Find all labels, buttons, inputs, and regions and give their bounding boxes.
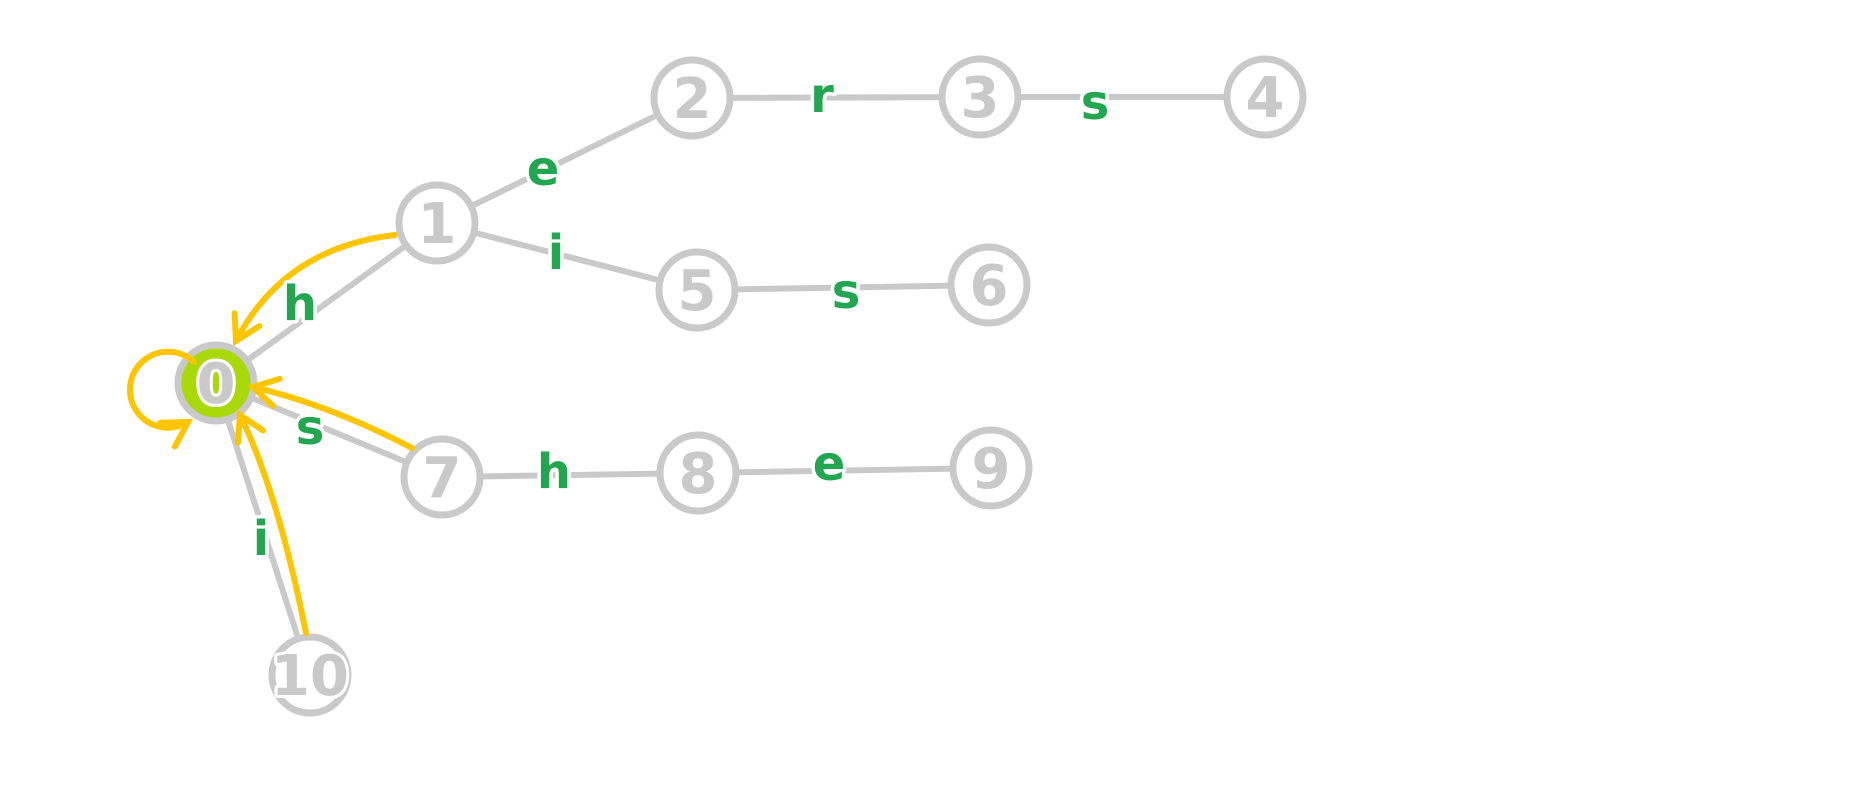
node-7: [400, 435, 484, 519]
node-label-5: 5: [678, 259, 717, 324]
node-10: [268, 633, 352, 717]
edge-label-5-6: s: [832, 264, 861, 320]
edge-label-3-4: s: [1081, 75, 1110, 131]
edge-label-2-3: r: [810, 68, 834, 124]
node-label-7: 7: [423, 446, 462, 511]
node-6: [947, 243, 1031, 327]
node-label-2: 2: [673, 67, 712, 132]
edge-label-1-2: e: [527, 141, 560, 197]
node-label-3: 3: [961, 66, 1000, 131]
node-4: [1223, 55, 1307, 139]
edge-label-1-5: i: [548, 225, 564, 281]
failure-links-layer: [127, 232, 415, 636]
node-label-6: 6: [970, 254, 1009, 319]
edge-label-0-7: s: [296, 400, 325, 456]
edge-7-8: [441, 470, 699, 480]
edge-label-0-10: i: [253, 511, 269, 567]
edge-5-6: [696, 282, 990, 293]
node-label-4: 4: [1246, 66, 1285, 131]
failure-link-1-0: [231, 232, 398, 347]
edge-label-7-8: h: [537, 444, 571, 500]
edge-2-3: [691, 94, 981, 101]
edge-8-9: [697, 465, 992, 476]
node-1: [395, 181, 479, 265]
edge-label-0-1: h: [283, 276, 317, 332]
edge-0-1: [214, 220, 439, 386]
node-9: [949, 426, 1033, 510]
node-label-1: 1: [418, 192, 457, 257]
edges-layer: [213, 94, 1265, 676]
failure-link-7-0: [247, 375, 415, 451]
edge-label-8-9: e: [813, 436, 846, 492]
node-label-10: 10: [271, 644, 349, 709]
edge-0-10: [213, 382, 313, 676]
nodes-layer: 0 1 2 3 4 5 6 7 8 9 10: [174, 55, 1307, 717]
node-8: [656, 431, 740, 515]
node-2: [650, 56, 734, 140]
node-label-8: 8: [679, 442, 718, 507]
node-label-9: 9: [972, 437, 1011, 502]
node-label-0: 0: [197, 352, 236, 417]
failure-link-0-0: [127, 348, 197, 450]
edge-1-5: [436, 220, 698, 293]
edge-1-2: [435, 95, 694, 226]
node-3: [938, 55, 1022, 139]
node-5: [655, 248, 739, 332]
failure-link-10-0: [234, 409, 309, 636]
